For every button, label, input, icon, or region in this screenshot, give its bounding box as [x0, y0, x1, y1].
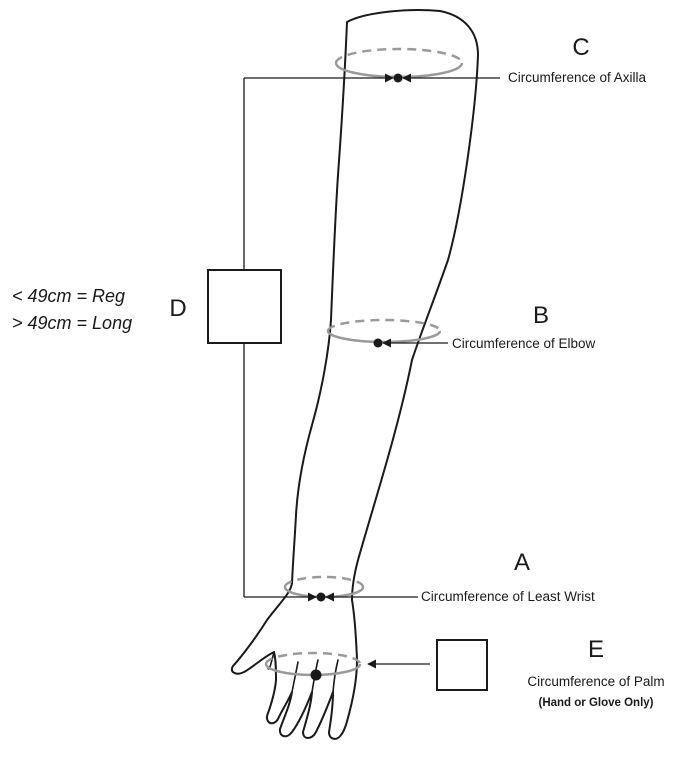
label-e: E — [588, 636, 604, 663]
caption-wrist: Circumference of Least Wrist — [421, 589, 595, 604]
caption-palm: Circumference of Palm — [527, 674, 664, 689]
axilla-point — [394, 74, 403, 83]
caption-elbow: Circumference of Elbow — [452, 336, 596, 351]
label-a: A — [514, 549, 530, 576]
label-d: D — [169, 295, 186, 322]
palm-input-box[interactable] — [437, 640, 487, 690]
palm-point — [311, 670, 322, 681]
caption-axilla: Circumference of Axilla — [508, 70, 647, 85]
leader-lines — [244, 78, 500, 664]
caption-palm-note: (Hand or Glove Only) — [538, 697, 653, 709]
wrist-point — [317, 593, 326, 602]
length-input-box[interactable] — [208, 270, 281, 343]
axilla-ring — [336, 49, 462, 77]
rule-regular: < 49cm = Reg — [12, 286, 125, 306]
label-c: C — [572, 34, 589, 61]
arm-outline — [232, 10, 478, 739]
label-b: B — [533, 302, 549, 329]
elbow-point — [374, 339, 383, 348]
rule-long: > 49cm = Long — [12, 313, 132, 333]
